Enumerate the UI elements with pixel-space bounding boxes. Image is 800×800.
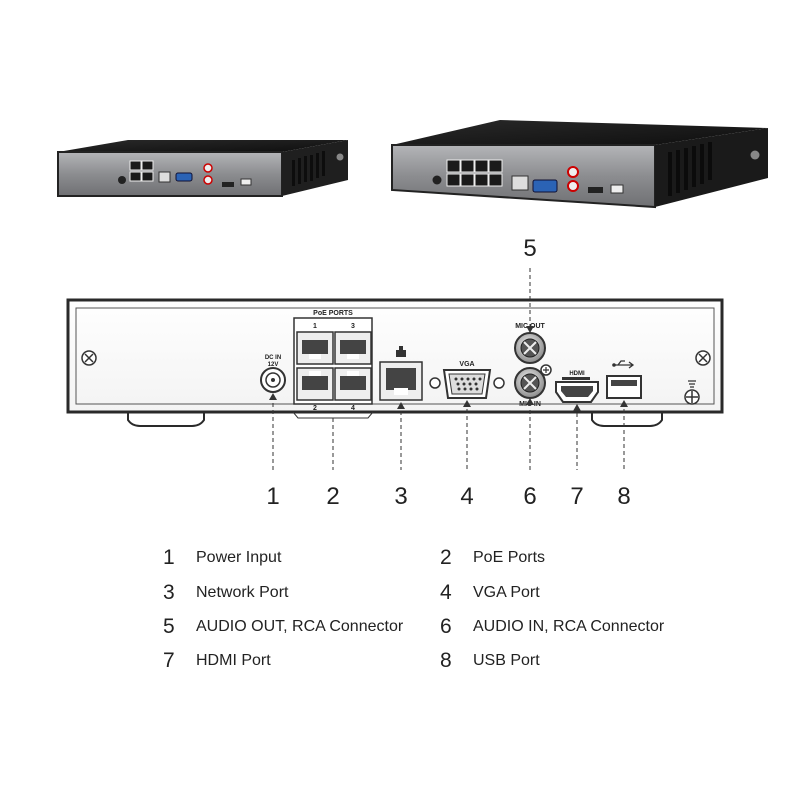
legend-item-vga-port: 4 VGA Port — [440, 578, 540, 608]
nvr-4-port-photo — [57, 140, 348, 197]
port-legend: 1 Power Input 2 PoE Ports 3 Network Port… — [0, 540, 800, 700]
legend-item-network-port: 3 Network Port — [163, 578, 288, 608]
vga-label: VGA — [459, 361, 474, 368]
legend-item-power-input: 1 Power Input — [163, 543, 281, 573]
legend-number: 1 — [163, 546, 175, 569]
power-input-port — [260, 367, 286, 393]
legend-label: HDMI Port — [196, 652, 271, 669]
usb-port — [606, 360, 642, 399]
legend-number: 8 — [440, 649, 452, 672]
legend-number: 6 — [440, 615, 452, 638]
callout-number: 1 — [266, 483, 279, 510]
callout-number: 3 — [394, 483, 407, 510]
callout-number: 6 — [523, 483, 536, 510]
poe-port-number: 4 — [351, 405, 355, 412]
leader-lines — [269, 268, 628, 470]
legend-item-poe-ports: 2 PoE Ports — [440, 543, 545, 573]
legend-item-usb-port: 8 USB Port — [440, 646, 540, 676]
legend-number: 7 — [163, 649, 175, 672]
legend-number: 5 — [163, 615, 175, 638]
legend-label: PoE Ports — [473, 549, 546, 566]
callout-number: 7 — [570, 483, 583, 510]
nvr-8-port-photo — [391, 120, 768, 209]
legend-item-audio-in: 6 AUDIO IN, RCA Connector — [440, 612, 664, 642]
poe-ports-block — [293, 317, 373, 405]
legend-label: Network Port — [196, 584, 289, 601]
callout-number: 5 — [523, 235, 536, 262]
callout-number: 4 — [460, 483, 473, 510]
legend-item-audio-out: 5 AUDIO OUT, RCA Connector — [163, 612, 403, 642]
callout-number: 8 — [617, 483, 630, 510]
legend-label: USB Port — [473, 652, 540, 669]
dc-in-label: DC IN — [265, 355, 281, 361]
network-port — [379, 346, 423, 401]
hdmi-label: HDMI — [569, 371, 585, 377]
poe-ports-label: PoE PORTS — [313, 310, 353, 317]
hdmi-port — [555, 377, 599, 403]
poe-port-number: 1 — [313, 323, 317, 330]
legend-number: 4 — [440, 581, 452, 604]
legend-label: AUDIO OUT, RCA Connector — [196, 618, 404, 635]
audio-out-rca-connector — [514, 332, 546, 364]
legend-number: 2 — [440, 546, 452, 569]
callout-number: 2 — [326, 483, 339, 510]
legend-label: AUDIO IN, RCA Connector — [473, 618, 665, 635]
vga-port — [429, 369, 505, 399]
dc-voltage-label: 12V — [268, 362, 279, 368]
poe-port-number: 2 — [313, 405, 317, 412]
legend-number: 3 — [163, 581, 175, 604]
poe-port-number: 3 — [351, 323, 355, 330]
legend-item-hdmi-port: 7 HDMI Port — [163, 646, 271, 676]
legend-label: Power Input — [196, 549, 282, 566]
legend-label: VGA Port — [473, 584, 540, 601]
